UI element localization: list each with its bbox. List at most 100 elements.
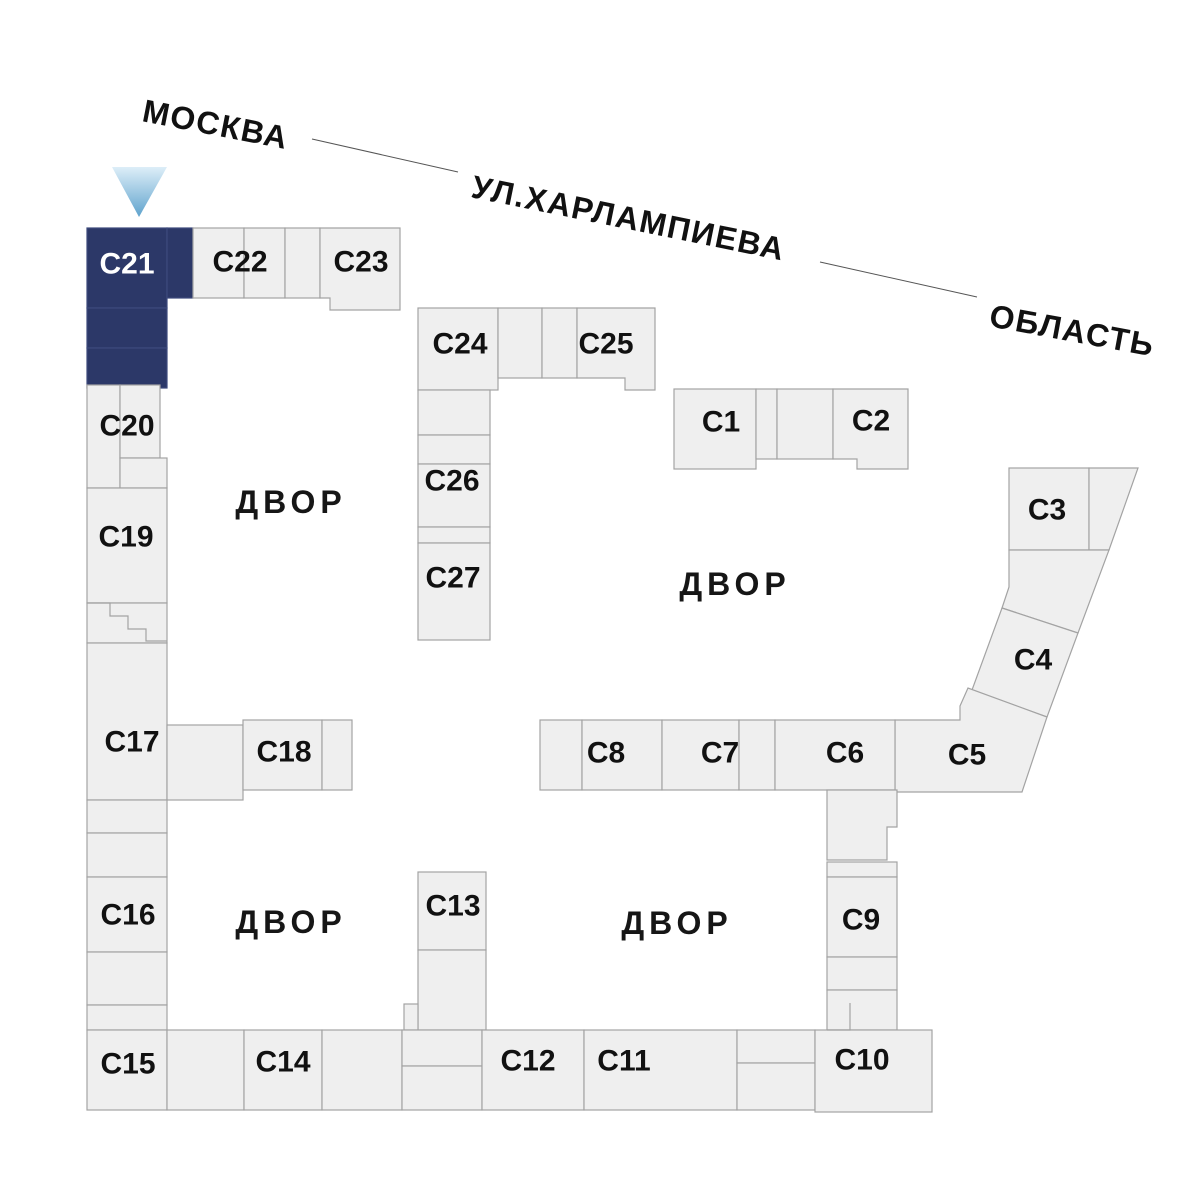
building-label-С8: С8: [587, 737, 625, 770]
building-label-С6: С6: [826, 737, 864, 770]
building-label-С9: С9: [842, 904, 880, 937]
building-label-С4: С4: [1014, 644, 1053, 677]
building-block-c13-c[interactable]: [403, 1003, 419, 1031]
building-block-c21-d[interactable]: [86, 347, 168, 389]
building-label-С11: С11: [597, 1045, 650, 1078]
building-block-c11[interactable]: [583, 1029, 738, 1111]
building-label-С18: С18: [256, 736, 311, 769]
building-block-c15-b[interactable]: [86, 1004, 168, 1031]
courtyards-layer: ДВОР ДВОР ДВОР ДВОР: [235, 484, 790, 941]
street-label-москва: МОСКВА: [140, 93, 292, 157]
buildings-layer: [86, 227, 1139, 1113]
courtyard-label-2: ДВОР: [679, 566, 790, 602]
building-label-С16: С16: [100, 899, 155, 932]
building-block-c5[interactable]: [894, 687, 1048, 793]
building-block-c6[interactable]: [774, 719, 896, 791]
building-block-c22-a[interactable]: [192, 227, 245, 299]
building-block-c21-a[interactable]: [86, 227, 168, 309]
building-label-С15: С15: [100, 1048, 155, 1081]
building-block-c15-a[interactable]: [86, 951, 168, 1006]
building-block-c6-leg[interactable]: [826, 789, 898, 861]
building-label-С21: С21: [99, 248, 154, 281]
building-block-c9-b[interactable]: [826, 956, 898, 991]
building-label-С5: С5: [948, 739, 986, 772]
building-block-c26-a[interactable]: [417, 389, 491, 436]
building-block-c9-c[interactable]: [826, 989, 898, 1031]
building-block-c19-b[interactable]: [86, 602, 168, 644]
building-label-С7: С7: [701, 737, 739, 770]
building-block-c17[interactable]: [86, 642, 168, 801]
building-label-С24: С24: [432, 328, 487, 361]
selected-building-marker: [112, 167, 167, 217]
building-block-c24-c[interactable]: [541, 307, 578, 379]
building-block-c24[interactable]: [417, 307, 499, 391]
building-label-С3: С3: [1028, 494, 1066, 527]
building-block-c12[interactable]: [481, 1029, 585, 1111]
building-block-c23[interactable]: [319, 227, 401, 311]
building-block-c8-a[interactable]: [539, 719, 583, 791]
building-block-c15[interactable]: [86, 1029, 168, 1111]
building-label-С25: С25: [578, 328, 633, 361]
building-label-С17: С17: [104, 726, 159, 759]
building-block-c7-b[interactable]: [738, 719, 776, 791]
courtyard-label-3: ДВОР: [235, 904, 346, 940]
building-block-c21-c[interactable]: [86, 307, 168, 349]
building-block-c22-c[interactable]: [284, 227, 321, 299]
courtyard-label-4: ДВОР: [621, 905, 732, 941]
building-block-c20-a[interactable]: [86, 384, 121, 489]
building-block-row-a[interactable]: [166, 1029, 245, 1111]
building-block-row-b[interactable]: [321, 1029, 403, 1111]
building-block-c7[interactable]: [661, 719, 740, 791]
building-block-c16-b[interactable]: [86, 832, 168, 878]
building-block-c27-a[interactable]: [417, 526, 491, 544]
building-label-С12: С12: [500, 1045, 555, 1078]
building-label-С1: С1: [702, 406, 740, 439]
building-block-c3-b[interactable]: [1088, 467, 1139, 551]
building-block-c20-c[interactable]: [119, 457, 168, 489]
courtyard-label-1: ДВОР: [235, 484, 346, 520]
street-line-2: [819, 261, 978, 298]
building-block-c18-b[interactable]: [321, 719, 353, 791]
building-block-c26-b[interactable]: [417, 434, 491, 465]
building-block-c20-b[interactable]: [119, 384, 161, 459]
building-block-c2[interactable]: [832, 388, 909, 470]
building-block-row-e[interactable]: [736, 1029, 816, 1064]
building-label-С23: С23: [333, 246, 388, 279]
building-label-С2: С2: [852, 405, 890, 438]
details-layer: [87, 602, 851, 1031]
building-block-c1-c[interactable]: [776, 388, 834, 460]
building-block-c18[interactable]: [242, 719, 323, 791]
building-block-c14[interactable]: [243, 1029, 323, 1111]
building-block-c13[interactable]: [417, 871, 487, 951]
building-block-row-d[interactable]: [401, 1065, 483, 1111]
building-block-c9[interactable]: [826, 876, 898, 958]
building-block-c3[interactable]: [1008, 467, 1090, 551]
building-label-С26: С26: [424, 465, 479, 498]
building-label-С19: С19: [98, 521, 153, 554]
building-block-c25[interactable]: [576, 307, 656, 391]
street-label-ул.харлампиева: УЛ.ХАРЛАМПИЕВА: [469, 169, 789, 268]
building-label-С20: С20: [99, 410, 154, 443]
building-block-c27[interactable]: [417, 542, 491, 641]
building-block-c21-b[interactable]: [166, 227, 194, 299]
building-block-c16-a[interactable]: [86, 799, 168, 834]
building-block-c13-b[interactable]: [417, 949, 487, 1031]
building-label-С27: С27: [425, 562, 480, 595]
building-block-c17-wing[interactable]: [166, 724, 244, 801]
building-label-С14: С14: [255, 1046, 310, 1079]
inner-corner-line: [827, 1003, 851, 1031]
building-block-c9-a[interactable]: [826, 861, 898, 878]
street-line-1: [311, 138, 459, 173]
building-block-c19[interactable]: [86, 487, 168, 604]
building-block-row-f[interactable]: [736, 1062, 816, 1111]
stair-step-line: [87, 602, 167, 642]
building-block-c24-b[interactable]: [497, 307, 543, 379]
building-label-С10: С10: [834, 1044, 889, 1077]
building-block-c1-b[interactable]: [755, 388, 778, 460]
building-label-С22: С22: [212, 246, 267, 279]
building-label-С13: С13: [425, 890, 480, 923]
building-block-row-c[interactable]: [401, 1029, 483, 1067]
building-block-c10[interactable]: [814, 1029, 933, 1113]
